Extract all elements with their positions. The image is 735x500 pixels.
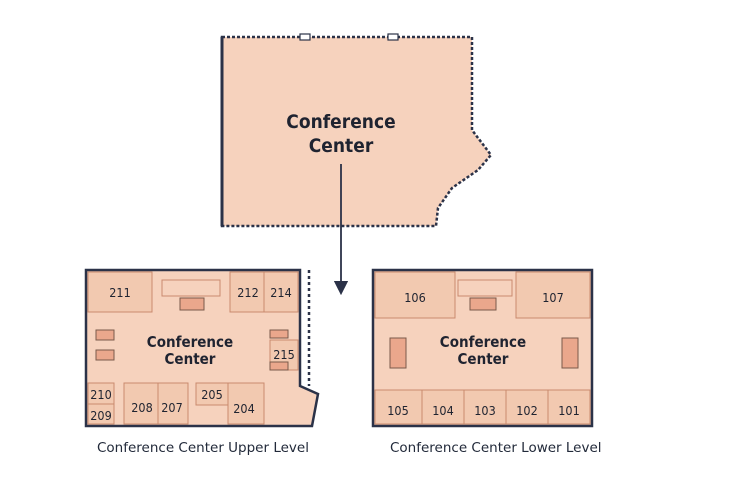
lower-center-label: Center — [458, 350, 509, 368]
upper-level-caption: Conference Center Upper Level — [97, 440, 309, 456]
main-building-outline — [220, 35, 493, 228]
stairwell — [561, 337, 579, 369]
entrance-marker — [387, 33, 399, 41]
room-211-label: 211 — [109, 285, 130, 300]
entrance-marker — [299, 33, 311, 41]
room-106-label: 106 — [404, 290, 425, 305]
corridor-block — [457, 279, 513, 297]
upper-level-plan[interactable]: 211 212 214 215 210 209 208 207 205 204 … — [84, 268, 320, 428]
room-215-label: 215 — [273, 347, 294, 362]
room-208-label: 208 — [131, 400, 152, 415]
stairwell — [95, 349, 115, 361]
room-207[interactable] — [157, 382, 189, 425]
room-214[interactable] — [263, 271, 299, 313]
upper-center-label: Conference — [147, 333, 233, 351]
room-107-label: 107 — [542, 290, 563, 305]
stairwell — [269, 329, 289, 339]
room-205-label: 205 — [201, 387, 222, 402]
room-101-label: 101 — [558, 403, 579, 418]
stairwell — [179, 297, 205, 311]
room-104-label: 104 — [432, 403, 453, 418]
room-105[interactable] — [374, 389, 423, 425]
main-building-label: Center — [309, 135, 374, 157]
room-101[interactable] — [547, 389, 591, 425]
room-102-label: 102 — [516, 403, 537, 418]
room-104[interactable] — [421, 389, 465, 425]
room-102[interactable] — [505, 389, 549, 425]
upper-center-label: Center — [165, 350, 216, 368]
main-building[interactable]: Conference Center — [220, 33, 493, 228]
stairwell — [389, 337, 407, 369]
room-209-label: 209 — [90, 408, 111, 423]
room-103[interactable] — [463, 389, 507, 425]
stairwell — [269, 361, 289, 371]
room-103-label: 103 — [474, 403, 495, 418]
main-building-label: Conference — [286, 111, 395, 133]
corridor-block — [161, 279, 221, 297]
room-204-label: 204 — [233, 401, 254, 416]
room-210-label: 210 — [90, 387, 111, 402]
room-107[interactable] — [515, 271, 591, 319]
room-105-label: 105 — [387, 403, 408, 418]
room-207-label: 207 — [161, 400, 182, 415]
room-106[interactable] — [374, 271, 456, 319]
room-209[interactable] — [87, 403, 115, 425]
room-204[interactable] — [227, 382, 265, 425]
stairwell — [469, 297, 497, 311]
room-212[interactable] — [229, 271, 265, 313]
stairwell — [95, 329, 115, 341]
room-211[interactable] — [87, 271, 153, 313]
lower-level-plan[interactable]: 106 107 105 104 103 102 101 Conference C… — [371, 268, 594, 428]
lower-center-label: Conference — [440, 333, 526, 351]
room-214-label: 214 — [270, 285, 291, 300]
lower-level-caption: Conference Center Lower Level — [390, 440, 602, 456]
room-212-label: 212 — [237, 285, 258, 300]
